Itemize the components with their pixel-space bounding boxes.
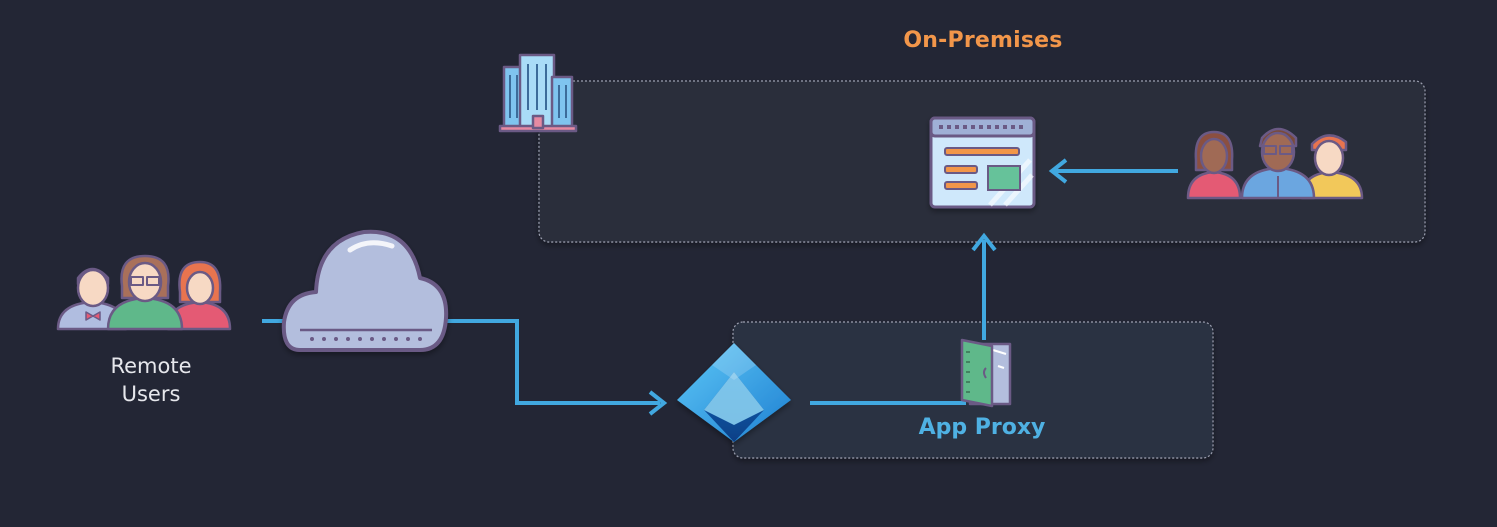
remote-users-icon (56, 254, 232, 331)
line-cloud-to-entra (445, 319, 660, 405)
web-app-icon (929, 116, 1036, 209)
remote-users-label-line2: Users (121, 382, 181, 406)
building-icon (498, 53, 578, 133)
arrowhead-webapp (971, 232, 997, 252)
remote-users-label-line1: Remote (110, 354, 192, 378)
app-proxy-label: App Proxy (918, 415, 1046, 440)
connector-lines (262, 158, 1178, 416)
arrowhead-users-webapp (1048, 158, 1068, 184)
onprem-users-icon (1186, 127, 1364, 200)
cloud-icon (281, 229, 449, 352)
onprem-title: On-Premises (903, 28, 1063, 53)
entra-id-icon (677, 343, 791, 442)
arrowhead-entra (648, 390, 668, 416)
remote-users-label: Remote Users (80, 352, 222, 408)
app-proxy-connector-icon (960, 338, 1012, 408)
